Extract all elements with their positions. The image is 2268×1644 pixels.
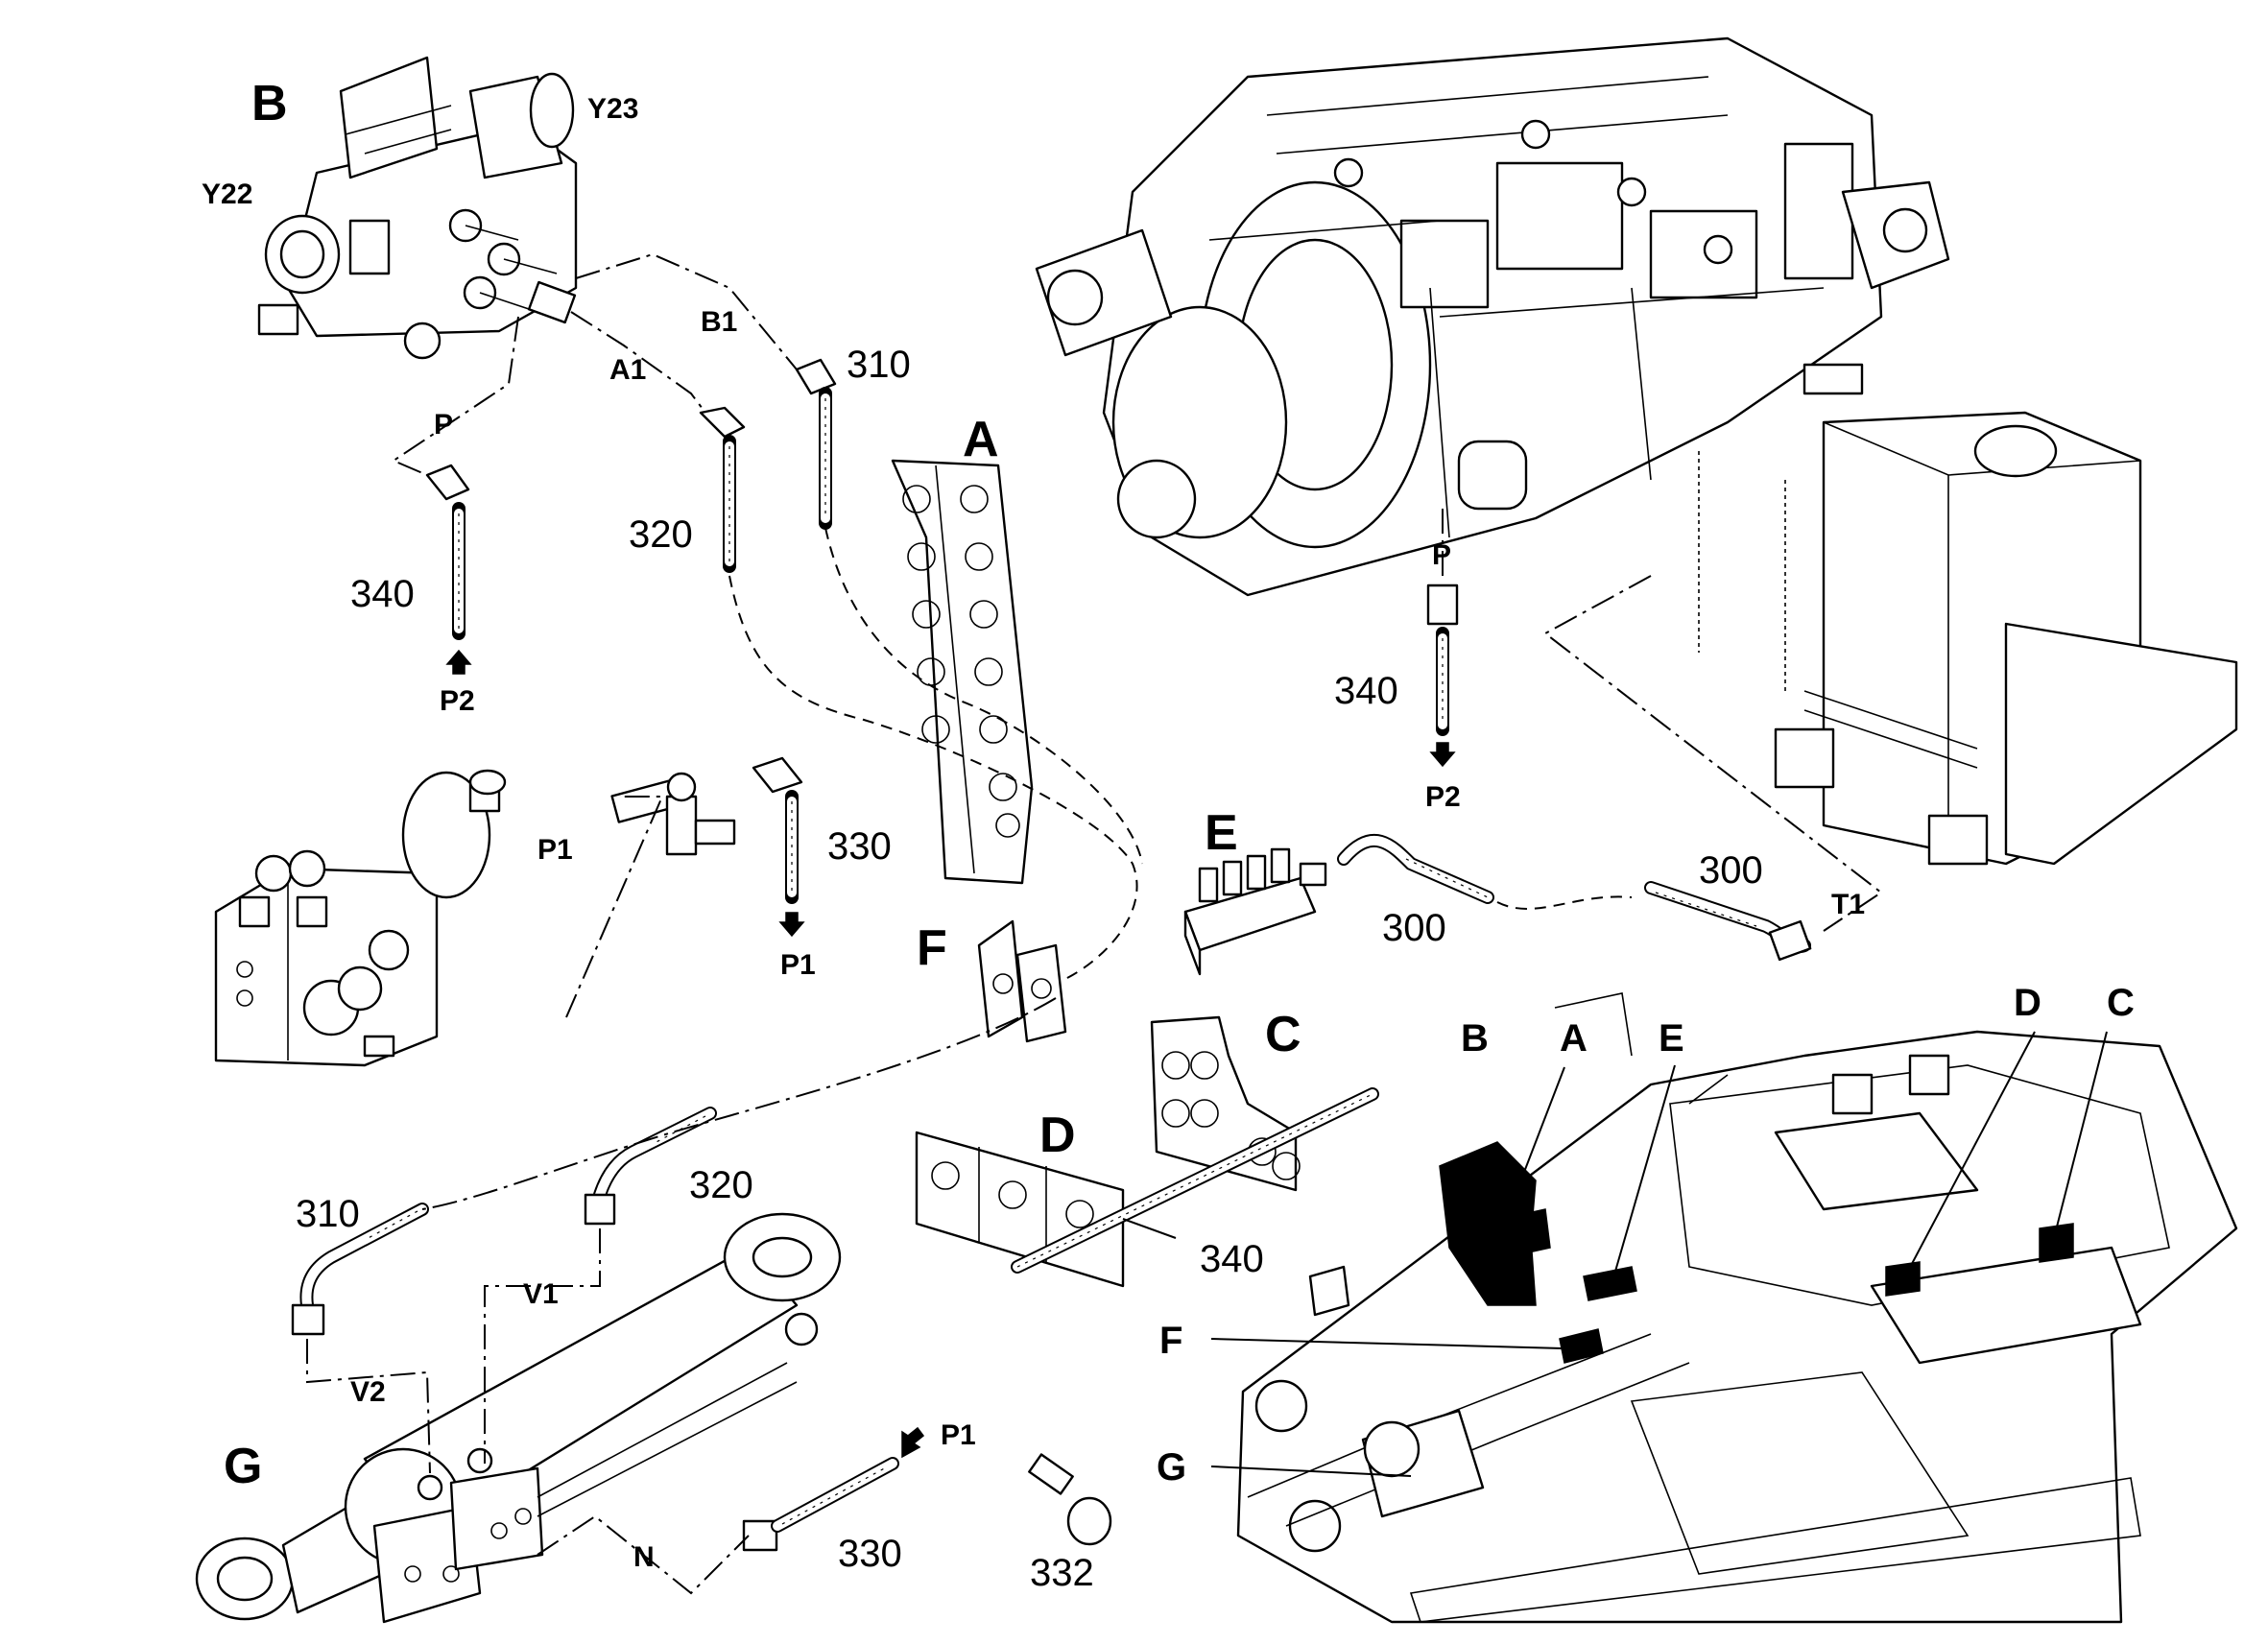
part-number-340-engine: 340 <box>1334 670 1398 712</box>
hydraulic-tank <box>1698 363 2238 866</box>
label-detail-g: G <box>224 1439 262 1494</box>
port-p1-bottom: P1 <box>941 1419 976 1451</box>
hose-330-top <box>752 756 805 938</box>
port-n: N <box>633 1541 655 1573</box>
port-p2-valve: P2 <box>440 685 475 717</box>
port-a1: A1 <box>609 354 646 386</box>
port-p-engine: P <box>1432 539 1451 571</box>
port-v1: V1 <box>523 1278 559 1310</box>
port-y22: Y22 <box>202 179 252 210</box>
label-overview-b: B <box>1461 1017 1489 1060</box>
part-number-310-top: 310 <box>847 344 911 386</box>
part-number-332: 332 <box>1030 1552 1094 1594</box>
label-detail-c: C <box>1265 1007 1301 1062</box>
label-overview-g: G <box>1157 1446 1186 1489</box>
port-p1-hose: P1 <box>780 949 816 981</box>
port-y23: Y23 <box>587 93 638 125</box>
port-b1: B1 <box>701 306 737 338</box>
machine-overview <box>1236 992 2238 1624</box>
valve-e <box>1183 847 1327 976</box>
part-number-320-top: 320 <box>629 513 693 556</box>
port-p1-accumulator: P1 <box>537 834 573 866</box>
overview-pointers <box>1122 1031 2108 1477</box>
part-number-330-top: 330 <box>827 825 892 868</box>
port-p-valve: P <box>434 409 453 441</box>
hose-330-bottom <box>742 1426 925 1552</box>
label-overview-f: F <box>1159 1320 1182 1362</box>
label-overview-c: C <box>2107 982 2135 1024</box>
clamp-rail-a <box>891 459 1034 885</box>
hose-310-top <box>795 358 837 530</box>
part-number-330-bottom: 330 <box>838 1533 902 1575</box>
label-overview-e: E <box>1659 1017 1684 1060</box>
valve-block-b <box>257 56 578 360</box>
engine-and-pump-assembly <box>1035 36 1950 597</box>
cylinder-g <box>195 1212 842 1624</box>
hose-340-top <box>425 464 472 675</box>
port-v2: V2 <box>350 1376 386 1408</box>
hose-310-bottom <box>291 1203 429 1336</box>
label-detail-b: B <box>251 76 288 131</box>
label-overview-d: D <box>2014 982 2041 1024</box>
connection-leaders <box>306 252 1883 1595</box>
clamp-f <box>977 919 1067 1043</box>
part-number-340-clamp: 340 <box>1200 1238 1264 1280</box>
label-detail-d: D <box>1039 1108 1076 1163</box>
label-detail-e: E <box>1205 805 1238 861</box>
hose-340-engine <box>1426 584 1459 768</box>
hose-clip-332 <box>1028 1453 1112 1546</box>
label-detail-a: A <box>963 412 999 467</box>
part-number-310-bottom: 310 <box>296 1193 360 1235</box>
accumulator-valve-block <box>214 769 507 1067</box>
hose-320-top <box>699 406 746 573</box>
label-overview-a: A <box>1560 1017 1588 1060</box>
port-t1: T1 <box>1831 889 1865 920</box>
hose-320-bottom <box>584 1107 717 1226</box>
port-p2-engine: P2 <box>1425 781 1461 813</box>
tee-fitting-p1 <box>610 772 736 856</box>
part-number-340-top: 340 <box>350 573 415 615</box>
part-number-300-left: 300 <box>1382 907 1446 949</box>
hose-300 <box>1337 833 1812 962</box>
part-number-320-bottom: 320 <box>689 1164 753 1206</box>
label-detail-f: F <box>917 920 947 976</box>
hose-bundle-through-clamps <box>1011 1087 1379 1274</box>
part-number-300-right: 300 <box>1699 849 1763 892</box>
